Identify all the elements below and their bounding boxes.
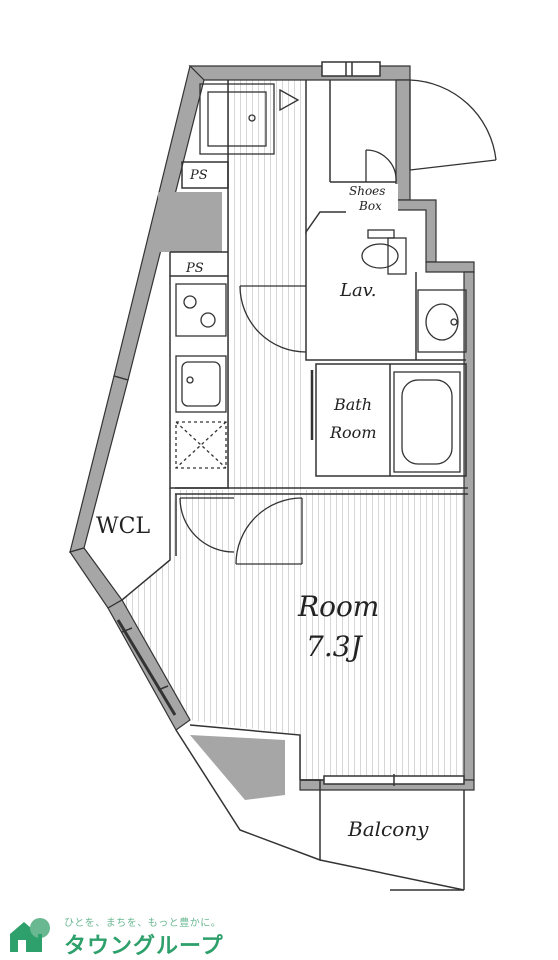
- washer-pan: [199, 83, 275, 155]
- fridge-space: [175, 421, 227, 469]
- wash-basin: [417, 289, 467, 353]
- room-label: Room: [297, 590, 379, 623]
- ps-label-mid: PS: [185, 261, 204, 276]
- main-room-floor: [122, 490, 468, 780]
- corridor-floor: [228, 76, 306, 490]
- kitchen-sink: [175, 355, 227, 413]
- outer-walls: [69, 64, 475, 791]
- fixtures: [175, 83, 467, 473]
- room-size-label: 7.3J: [306, 630, 364, 663]
- lav-label: Lav.: [339, 280, 376, 301]
- toilet-bowl: [361, 243, 399, 269]
- column-block-bottom: [190, 735, 285, 800]
- column-block-left: [158, 192, 222, 252]
- bath-label-1: Bath: [333, 395, 372, 414]
- bathtub: [393, 371, 461, 473]
- bath-label-2: Room: [329, 423, 376, 442]
- wcl-label: WCL: [96, 514, 150, 539]
- shoes-box-label-1: Shoes: [349, 184, 385, 198]
- stove: [175, 283, 227, 337]
- house-tree-logo-icon: [10, 918, 50, 952]
- footer-brand-name: タウングループ: [64, 934, 224, 959]
- footer-brand: ひとを、まちを、もっと豊かに。 タウングループ: [0, 908, 558, 960]
- toilet-tank: [387, 237, 407, 275]
- door-swings: [179, 79, 497, 565]
- shoes-box-label-2: Box: [358, 199, 382, 213]
- balcony-label: Balcony: [347, 817, 429, 841]
- floor-plan: PS PS Shoes Box Lav. Bath Room WCL Room …: [69, 61, 497, 891]
- window-marks: [116, 61, 465, 786]
- interior-walls: [121, 80, 468, 891]
- footer-tagline: ひとを、まちを、もっと豊かに。: [64, 918, 222, 929]
- ps-label-top: PS: [189, 168, 208, 183]
